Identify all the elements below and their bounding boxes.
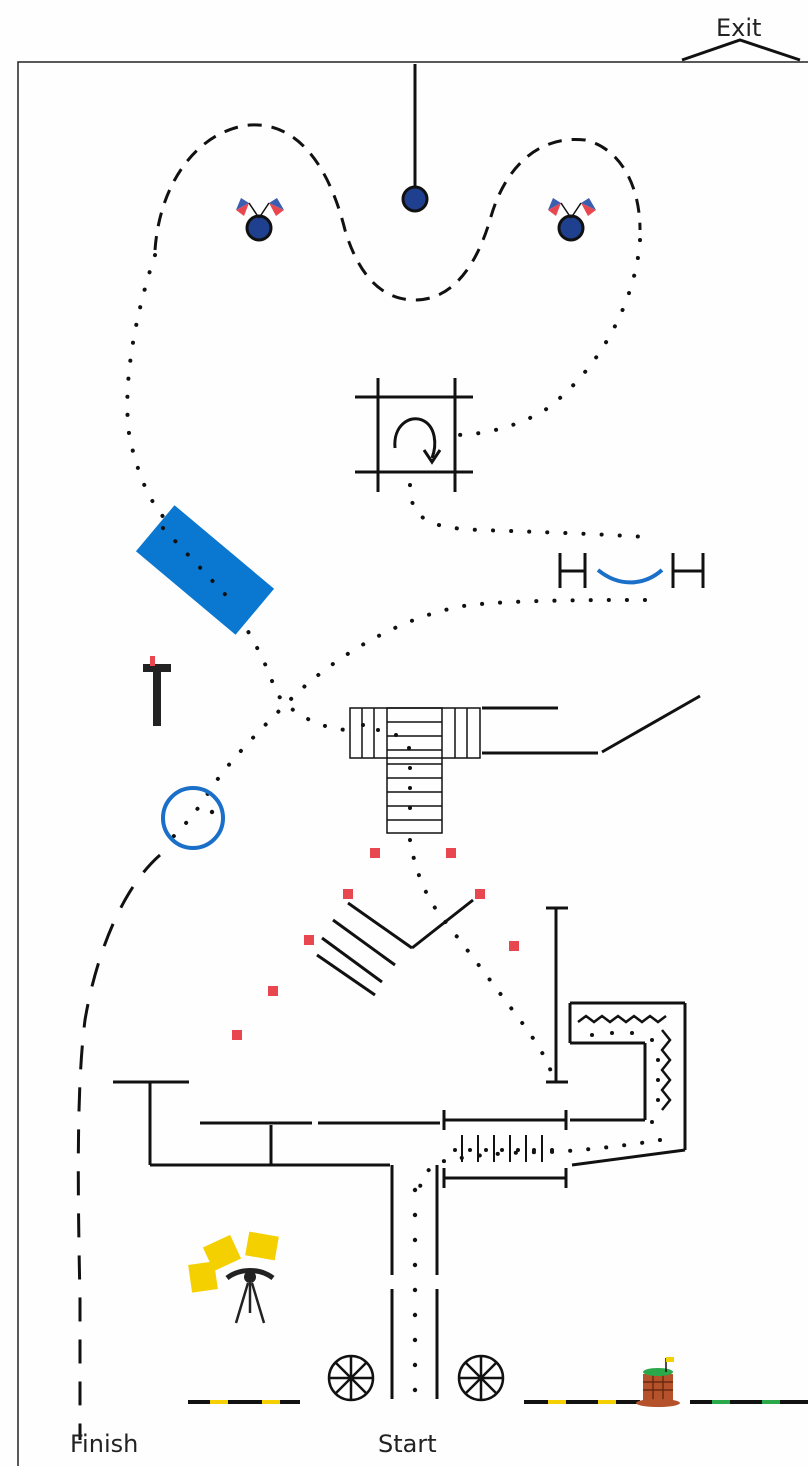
wheel-icon <box>327 1354 375 1402</box>
dotted-path-spin-to-bridge <box>408 483 647 539</box>
finish-dashed-path <box>76 853 161 1440</box>
tunnel-obstacle <box>135 505 275 635</box>
center-target-dot <box>401 185 429 213</box>
corridor-bottom-right <box>571 1148 686 1167</box>
right-flag-target <box>548 198 596 242</box>
exit-label: Exit <box>716 14 761 42</box>
flag-pair-icon <box>548 198 596 219</box>
ramp-line <box>601 694 701 754</box>
ladder-grid <box>349 707 481 834</box>
u-turn-arrow-icon <box>393 417 442 465</box>
dotted-path-right <box>453 238 642 437</box>
left-structure <box>113 1080 440 1167</box>
course-boundary <box>17 61 808 1466</box>
juggling-stand-icon <box>188 1231 279 1324</box>
sign-post-icon <box>143 656 171 726</box>
i-bar <box>546 906 568 1084</box>
top-dashed-loop <box>153 123 642 302</box>
cone-markers <box>232 848 519 1040</box>
dotted-path-bridge-to-ring <box>163 598 647 847</box>
dotted-path-bottom-return <box>418 1138 662 1192</box>
bottom-ladder-dots <box>453 1148 554 1152</box>
ring-path-dot <box>209 809 215 815</box>
finish-label: Finish <box>70 1430 138 1458</box>
ring-obstacle <box>161 786 225 850</box>
wheel-icon <box>457 1354 505 1402</box>
bottom-ladder <box>442 1110 568 1188</box>
zigzag-dots <box>590 1031 660 1124</box>
spin-box <box>355 378 473 492</box>
start-label: Start <box>378 1430 437 1458</box>
exit-gate <box>681 38 801 62</box>
v-chevron <box>316 898 474 997</box>
bridge-obstacle <box>558 553 705 588</box>
start-lane-dots <box>412 1187 418 1393</box>
left-flag-target <box>236 198 284 242</box>
start-lane <box>390 1165 439 1402</box>
basket-icon <box>636 1357 680 1407</box>
flag-pair-icon <box>236 198 284 219</box>
dotted-path-left <box>125 253 352 732</box>
zigzag-corridor <box>568 1001 687 1150</box>
ladder-dots <box>361 723 412 810</box>
dotted-path-center <box>408 838 554 1077</box>
